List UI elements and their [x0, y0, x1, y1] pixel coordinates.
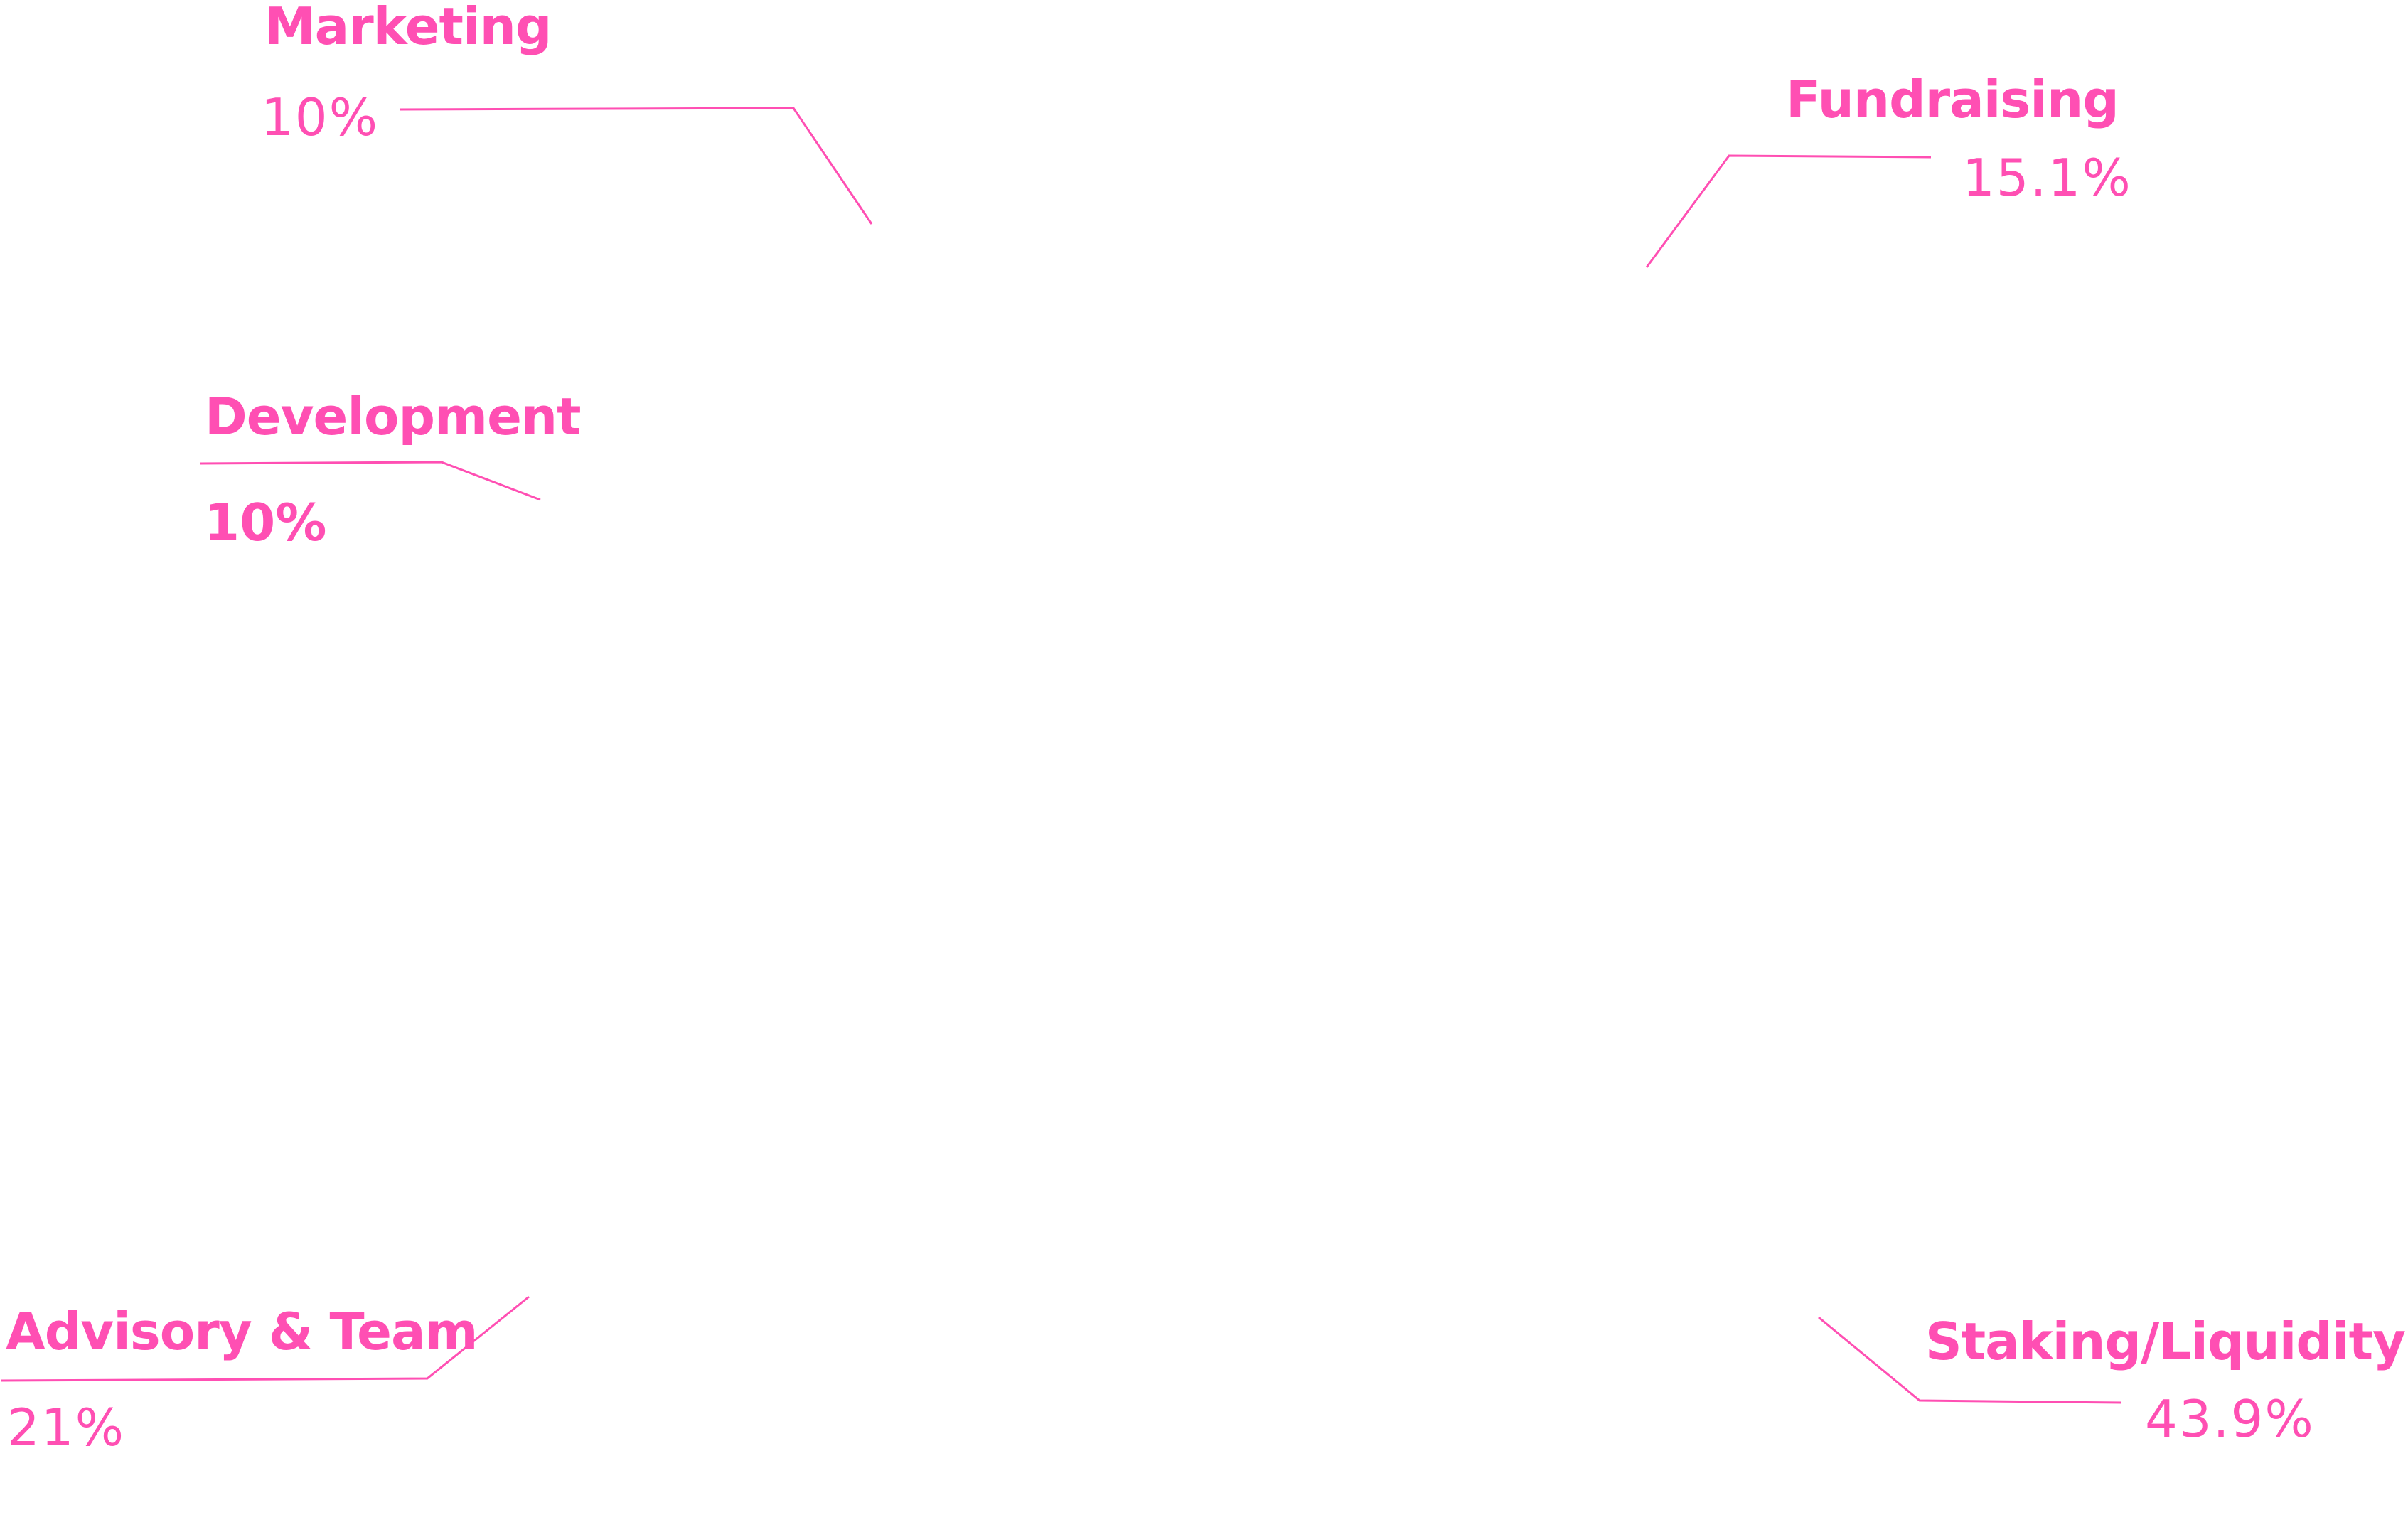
- callout-development: Development 10%: [200, 387, 582, 552]
- leader-line-staking-liquidity: [1818, 1316, 2122, 1404]
- slice-label-staking-liquidity: Staking/Liquidity: [1925, 1312, 2405, 1371]
- leader-line-development: [200, 461, 541, 501]
- leader-line-fundraising: [1645, 154, 1932, 268]
- callout-marketing: Marketing 10%: [261, 0, 873, 225]
- slice-label-advisory-team: Advisory & Team: [6, 1302, 478, 1361]
- slice-label-development: Development: [205, 387, 581, 446]
- slice-value-staking-liquidity: 43.9%: [2145, 1389, 2315, 1449]
- leader-line-advisory-team: [1, 1295, 530, 1382]
- slice-value-fundraising: 15.1%: [1962, 148, 2132, 208]
- callout-advisory-team: Advisory & Team 21%: [1, 1295, 530, 1457]
- leader-line-marketing: [399, 107, 873, 225]
- slice-value-development: 10%: [204, 493, 326, 552]
- slice-value-advisory-team: 21%: [7, 1398, 125, 1457]
- slice-value-marketing: 10%: [261, 87, 379, 147]
- callout-fundraising: Fundraising 15.1%: [1645, 70, 2132, 268]
- slice-label-fundraising: Fundraising: [1786, 70, 2119, 129]
- slice-label-marketing: Marketing: [264, 0, 551, 56]
- callout-staking-liquidity: Staking/Liquidity 43.9%: [1818, 1312, 2406, 1449]
